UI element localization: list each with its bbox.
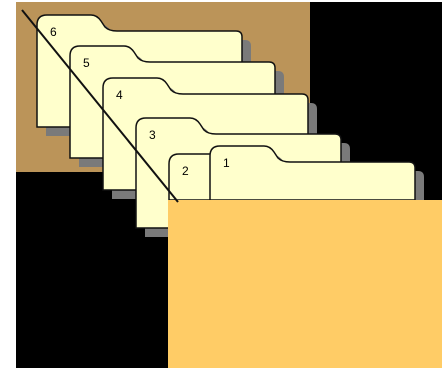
diagonal-connector-line	[21, 9, 179, 203]
folder-tab-label: 5	[83, 56, 90, 70]
folder-tab-label: 6	[50, 25, 57, 39]
folder-tab-label: 2	[182, 164, 189, 178]
folder-tab-label: 1	[223, 156, 230, 170]
folder-body	[209, 145, 416, 201]
folder-tab-label: 3	[149, 128, 156, 142]
front-panel	[168, 200, 442, 368]
folder-tab-label: 4	[116, 88, 123, 102]
folder-1: 1	[209, 145, 424, 209]
